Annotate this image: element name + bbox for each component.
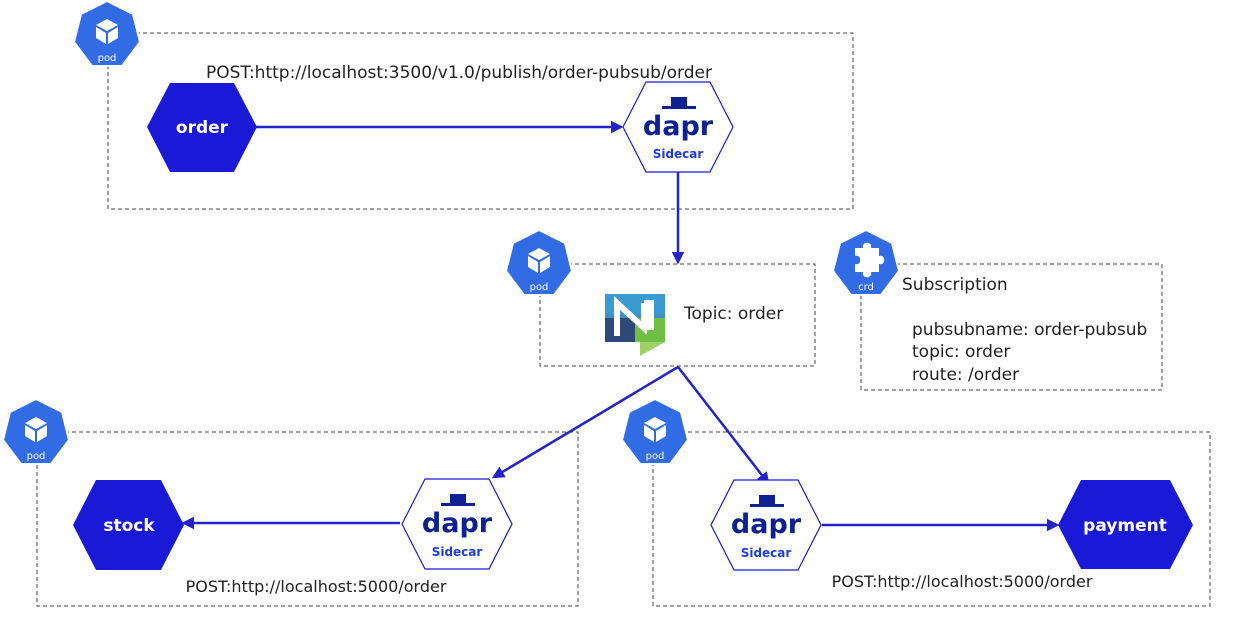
subscription-route: route: /order — [912, 365, 1019, 385]
order-dapr-sidecar: dapr Sidecar — [622, 81, 734, 173]
dapr-logo-text: dapr — [643, 111, 714, 142]
dapr-hat-icon — [441, 494, 475, 506]
stock-service: stock — [73, 480, 184, 570]
nats-pod-box — [539, 263, 816, 367]
pod-badge-label: pod — [98, 53, 117, 64]
crd-badge-label: crd — [858, 282, 874, 293]
publish-endpoint-label: POST:http://localhost:3500/v1.0/publish/… — [206, 63, 712, 83]
subscription-topic: topic: order — [912, 342, 1010, 362]
topic-label: Topic: order — [683, 304, 783, 324]
order-pod: pod POST:http://localhost:3500/v1.0/publ… — [73, 0, 734, 173]
cube-icon: pod — [73, 0, 141, 67]
order-service: order — [147, 83, 257, 172]
subscription-box — [860, 263, 1163, 391]
payment-pod-box — [652, 431, 1211, 607]
subscription-title: Subscription — [902, 275, 1008, 295]
arrow-nats-to-stock-sidecar — [491, 365, 679, 479]
pod-badge-label: pod — [646, 451, 665, 462]
cube-icon: pod — [505, 229, 573, 296]
dapr-hat-icon — [662, 97, 696, 109]
stock-service-label: stock — [103, 516, 155, 536]
nats-pod: pod Topic: order — [505, 229, 783, 356]
pod-badge-label: pod — [27, 451, 46, 462]
payment-service: payment — [1058, 480, 1193, 569]
puzzle-icon: crd — [832, 229, 900, 296]
dapr-hat-icon — [750, 495, 784, 507]
order-pod-box — [107, 32, 854, 210]
subscription: crd Subscription pubsubname: order-pubsu… — [832, 229, 1147, 385]
cube-icon: pod — [621, 398, 689, 465]
sidecar-label: Sidecar — [741, 546, 792, 560]
cube-icon: pod — [2, 398, 70, 465]
sidecar-label: Sidecar — [653, 147, 704, 161]
subscription-pubsubname: pubsubname: order-pubsub — [912, 320, 1147, 340]
sidecar-label: Sidecar — [432, 545, 483, 559]
payment-pod: pod dapr Sidecar payment POST:http://loc… — [621, 398, 1193, 591]
dapr-logo-text: dapr — [422, 508, 493, 539]
stock-endpoint-label: POST:http://localhost:5000/order — [186, 577, 447, 596]
nats-logo-icon — [605, 294, 665, 356]
payment-endpoint-label: POST:http://localhost:5000/order — [832, 572, 1093, 591]
stock-dapr-sidecar: dapr Sidecar — [401, 478, 513, 570]
payment-service-label: payment — [1083, 516, 1167, 536]
stock-pod: pod stock dapr Sidecar POST:http://local… — [2, 398, 513, 596]
arrow-nats-to-payment-sidecar — [677, 366, 770, 485]
dapr-logo-text: dapr — [731, 509, 802, 540]
order-service-label: order — [176, 118, 229, 138]
pod-badge-label: pod — [530, 282, 549, 293]
payment-dapr-sidecar: dapr Sidecar — [710, 479, 822, 571]
